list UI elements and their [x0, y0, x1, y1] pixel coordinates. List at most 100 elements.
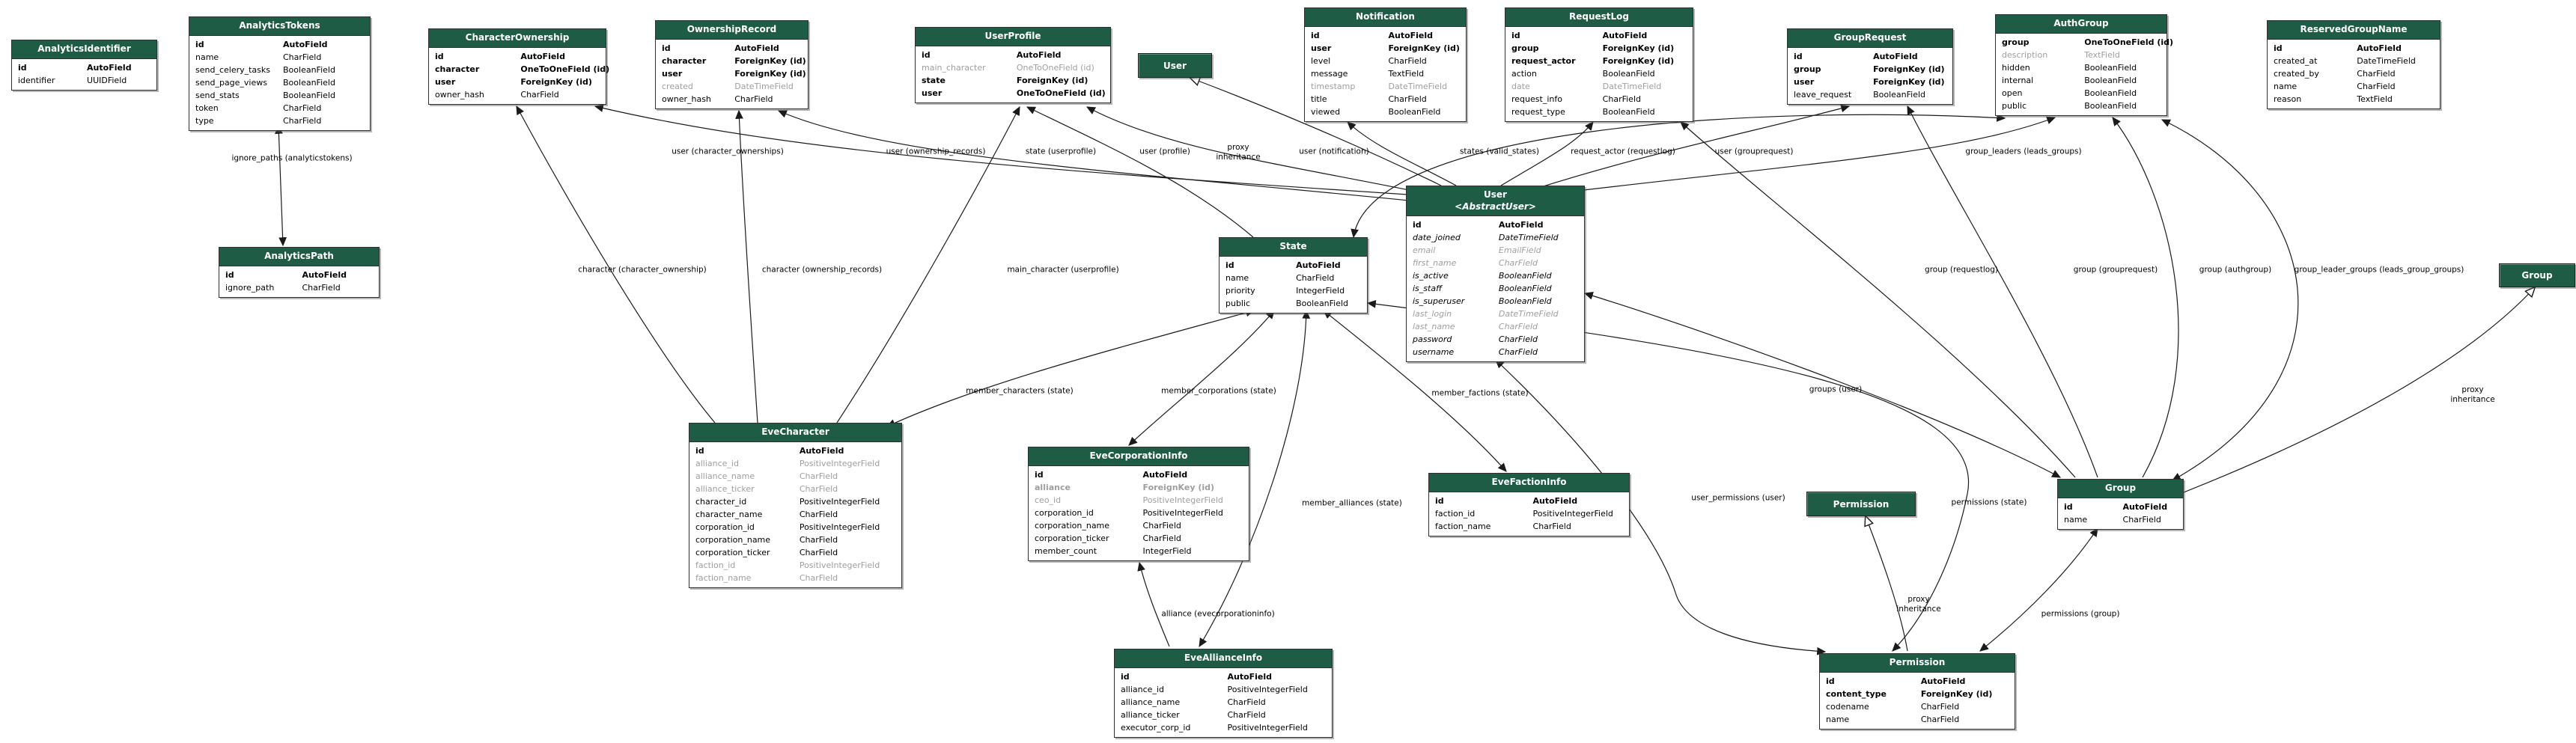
field-type: CharField [799, 509, 838, 519]
model-field-row: request_actor ForeignKey (id) [1505, 55, 1693, 67]
model-title-text: EveAllianceInfo [1184, 652, 1263, 663]
model-field-row: action BooleanField [1505, 67, 1693, 80]
field-name: user [1311, 43, 1332, 53]
field-name: last_name [1413, 322, 1455, 332]
model-evecharacter: EveCharacter id AutoField alliance_id Po… [689, 423, 902, 588]
field-name: id [1225, 260, 1234, 270]
model-field-row: owner_hash CharField [429, 88, 606, 101]
model-title-text: AuthGroup [2053, 18, 2109, 28]
field-name: request_info [1511, 94, 1562, 104]
edge-group-authgroup [2112, 117, 2179, 478]
model-analyticsidentifier: AnalyticsIdentifier id AutoField identif… [11, 40, 157, 91]
field-type: BooleanField [1602, 68, 1655, 79]
field-name: is_active [1413, 271, 1449, 281]
field-name: alliance_id [695, 458, 739, 468]
field-type: DateTimeField [1388, 81, 1448, 91]
field-type: PositiveIntegerField [1227, 722, 1308, 733]
field-name: name [2274, 81, 2298, 91]
model-field-row: created_at DateTimeField [2268, 55, 2440, 67]
model-field-row: last_name CharField [1407, 320, 1584, 333]
relationship-label-edge-group-proxy-inheritance: proxy inheritance [2450, 385, 2495, 404]
relationship-label-edge-user-notification: user (notification) [1299, 147, 1369, 156]
field-name: user [1794, 76, 1815, 87]
field-name: leave_request [1794, 89, 1852, 100]
model-field-row: alliance_name CharField [1115, 696, 1332, 709]
model-title-text: GroupRequest [1833, 32, 1907, 43]
relationship-label-edge-permissions-group: permissions (group) [2041, 609, 2120, 619]
field-name: timestamp [1311, 81, 1356, 91]
model-title: State [1220, 238, 1367, 257]
field-type: BooleanField [1873, 89, 1926, 100]
field-name: content_type [1826, 688, 1887, 699]
field-name: name [1826, 714, 1850, 724]
model-field-row: name CharField [189, 51, 370, 64]
relationship-label-edge-user-grouprequest: user (grouprequest) [1714, 147, 1794, 156]
model-title: OwnershipRecord [656, 21, 808, 40]
field-type: BooleanField [2084, 88, 2137, 98]
model-field-row: character_name CharField [689, 508, 901, 521]
model-field-row: corporation_id PositiveIntegerField [1029, 507, 1249, 519]
model-field-row: corporation_ticker CharField [1029, 532, 1249, 545]
model-fields: id AutoField created_at DateTimeField cr… [2268, 40, 2440, 108]
edge-ignore-paths-analyticstokens [275, 124, 287, 247]
field-type: CharField [1498, 258, 1538, 269]
field-name: send_celery_tasks [195, 64, 271, 75]
model-fields: id AutoField main_character OneToOneFiel… [916, 46, 1110, 103]
field-name: user [435, 76, 456, 87]
field-type: ForeignKey (id) [1873, 76, 1945, 87]
edge-member-alliances-state [1199, 309, 1311, 648]
model-field-row: corporation_name CharField [1029, 519, 1249, 532]
model-field-row: user ForeignKey (id) [656, 67, 808, 80]
relationship-label-edge-user-permissions-user: user_permissions (user) [1691, 493, 1785, 503]
field-type: PositiveIntegerField [799, 522, 880, 532]
field-name: corporation_ticker [695, 547, 770, 557]
field-name: user [662, 68, 683, 79]
model-title: EveCharacter [689, 424, 901, 442]
model-fields: id AutoField name CharField send_celery_… [189, 36, 370, 130]
field-name: is_superuser [1413, 296, 1465, 307]
model-fields: id AutoField name CharField priority Int… [1220, 257, 1367, 313]
field-name: name [195, 52, 219, 62]
field-type: BooleanField [283, 64, 335, 75]
model-user-abstractuser: User <AbstractUser> id AutoField date_jo… [1406, 186, 1585, 363]
model-title: RequestLog [1505, 8, 1693, 27]
model-group-badge: Group [2499, 263, 2575, 287]
field-type: TextField [1388, 68, 1425, 79]
model-field-row: send_stats BooleanField [189, 89, 370, 102]
field-name: hidden [2002, 62, 2030, 73]
model-title: AnalyticsPath [219, 248, 379, 266]
field-name: corporation_id [1035, 507, 1094, 518]
edge-member-characters-state [886, 308, 1255, 427]
field-type: BooleanField [1498, 296, 1552, 307]
model-field-row: alliance_id PositiveIntegerField [1115, 683, 1332, 696]
model-field-row: faction_name CharField [1429, 520, 1629, 533]
model-field-row: send_celery_tasks BooleanField [189, 64, 370, 76]
field-type: ForeignKey (id) [1602, 43, 1675, 53]
field-type: AutoField [1016, 49, 1062, 60]
model-field-row: viewed BooleanField [1305, 106, 1466, 118]
model-field-row: character OneToOneField (id) [429, 63, 610, 76]
field-type: DateTimeField [1498, 233, 1559, 243]
model-userprofile: UserProfile id AutoField main_character … [915, 27, 1111, 103]
model-title-text: Group [2104, 483, 2137, 493]
model-title-text: AnalyticsTokens [239, 20, 320, 31]
model-group-table: Group id AutoField name CharField [2057, 479, 2184, 530]
relationship-label-edge-group-leader-groups: group_leader_groups (leads_group_groups) [2294, 265, 2464, 275]
model-title-text: AnalyticsIdentifier [37, 43, 131, 54]
model-field-row: name CharField [2058, 513, 2183, 526]
field-name: id [662, 43, 671, 53]
field-name: first_name [1413, 258, 1457, 269]
model-field-row: alliance_name CharField [689, 470, 901, 483]
edge-group-leaders-leads-groups [1563, 116, 2056, 196]
model-field-row: public BooleanField [1996, 100, 2167, 112]
model-field-row: corporation_ticker CharField [689, 546, 901, 559]
model-state: State id AutoField name CharField priori… [1219, 237, 1368, 314]
model-field-row: id AutoField [429, 50, 606, 63]
field-type: CharField [2357, 81, 2396, 91]
field-type: OneToOneField (id) [520, 64, 610, 74]
field-type: PositiveIntegerField [1142, 507, 1223, 518]
field-name: owner_hash [662, 94, 711, 104]
field-type: CharField [734, 94, 773, 104]
relationship-label-edge-member-characters-state: member_characters (state) [966, 386, 1074, 396]
